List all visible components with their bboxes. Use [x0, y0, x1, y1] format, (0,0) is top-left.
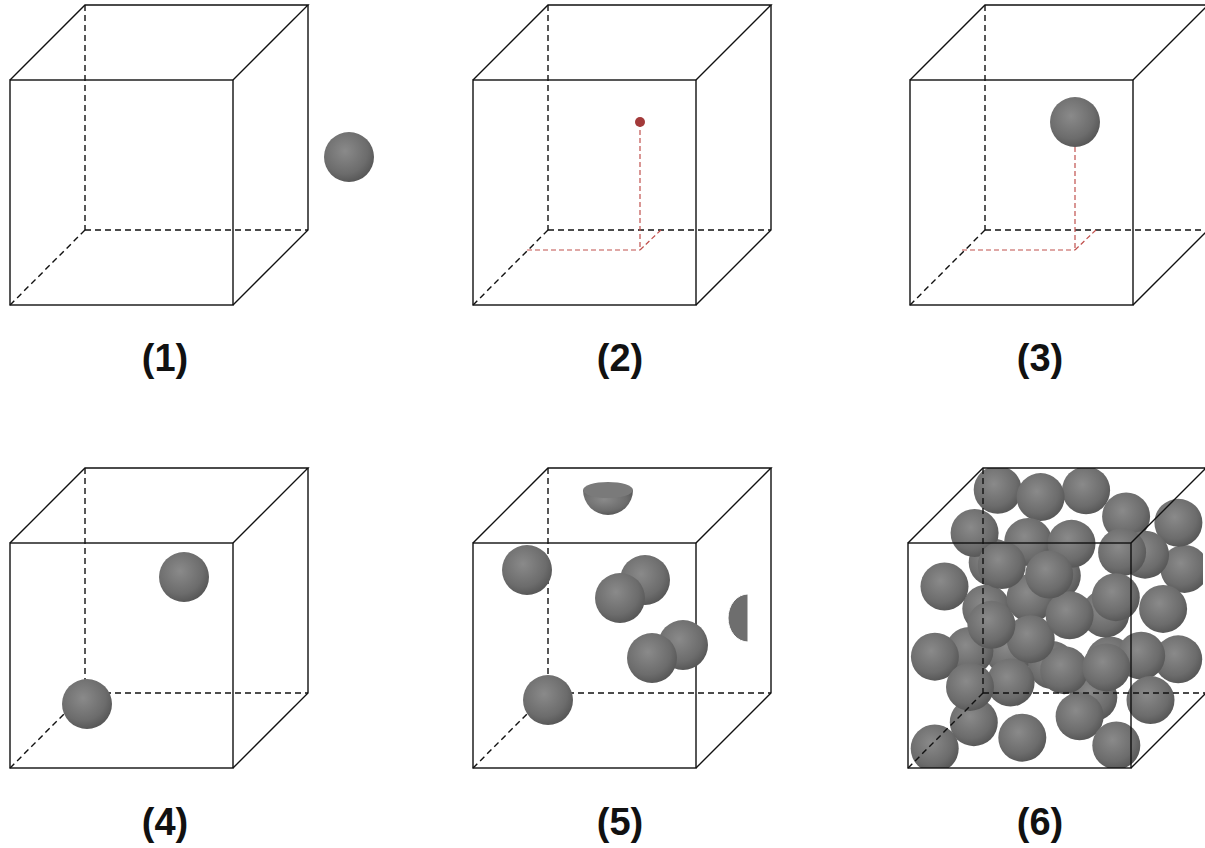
sphere [1092, 722, 1140, 770]
sphere [974, 466, 1022, 514]
coordinate-lines [527, 122, 663, 250]
sphere [1046, 591, 1094, 639]
cube [473, 468, 771, 768]
panel-label: (3) [1017, 339, 1063, 377]
cube [473, 5, 771, 305]
sphere [1092, 573, 1140, 621]
panel-label: (4) [142, 803, 188, 841]
cube [10, 468, 308, 768]
sphere [62, 679, 112, 729]
center-point [635, 117, 645, 127]
panel-label: (2) [597, 339, 643, 377]
sphere [1025, 551, 1073, 599]
sphere [159, 552, 209, 602]
sphere [1139, 585, 1187, 633]
sphere-cut [583, 482, 633, 498]
sphere [502, 545, 552, 595]
sphere [911, 725, 959, 773]
sphere [1017, 473, 1065, 521]
sphere-packing [911, 466, 1205, 773]
panel-label: (1) [142, 339, 188, 377]
sphere [978, 541, 1026, 589]
sphere [946, 663, 994, 711]
sphere [967, 601, 1015, 649]
sphere [595, 573, 645, 623]
sphere [627, 633, 677, 683]
cube [10, 5, 308, 305]
sphere [998, 714, 1046, 762]
sphere-cut [728, 594, 748, 642]
panel-label: (6) [1017, 803, 1063, 841]
sphere [324, 132, 374, 182]
sphere [1062, 466, 1110, 514]
sphere [523, 675, 573, 725]
sphere [1127, 676, 1175, 724]
sphere [1082, 643, 1130, 691]
coordinate-lines [962, 147, 1098, 250]
sphere [921, 563, 969, 611]
cube [910, 5, 1205, 305]
sphere [1050, 97, 1100, 147]
cube [908, 468, 1205, 768]
panel-label: (5) [597, 803, 643, 841]
sphere [987, 659, 1035, 707]
